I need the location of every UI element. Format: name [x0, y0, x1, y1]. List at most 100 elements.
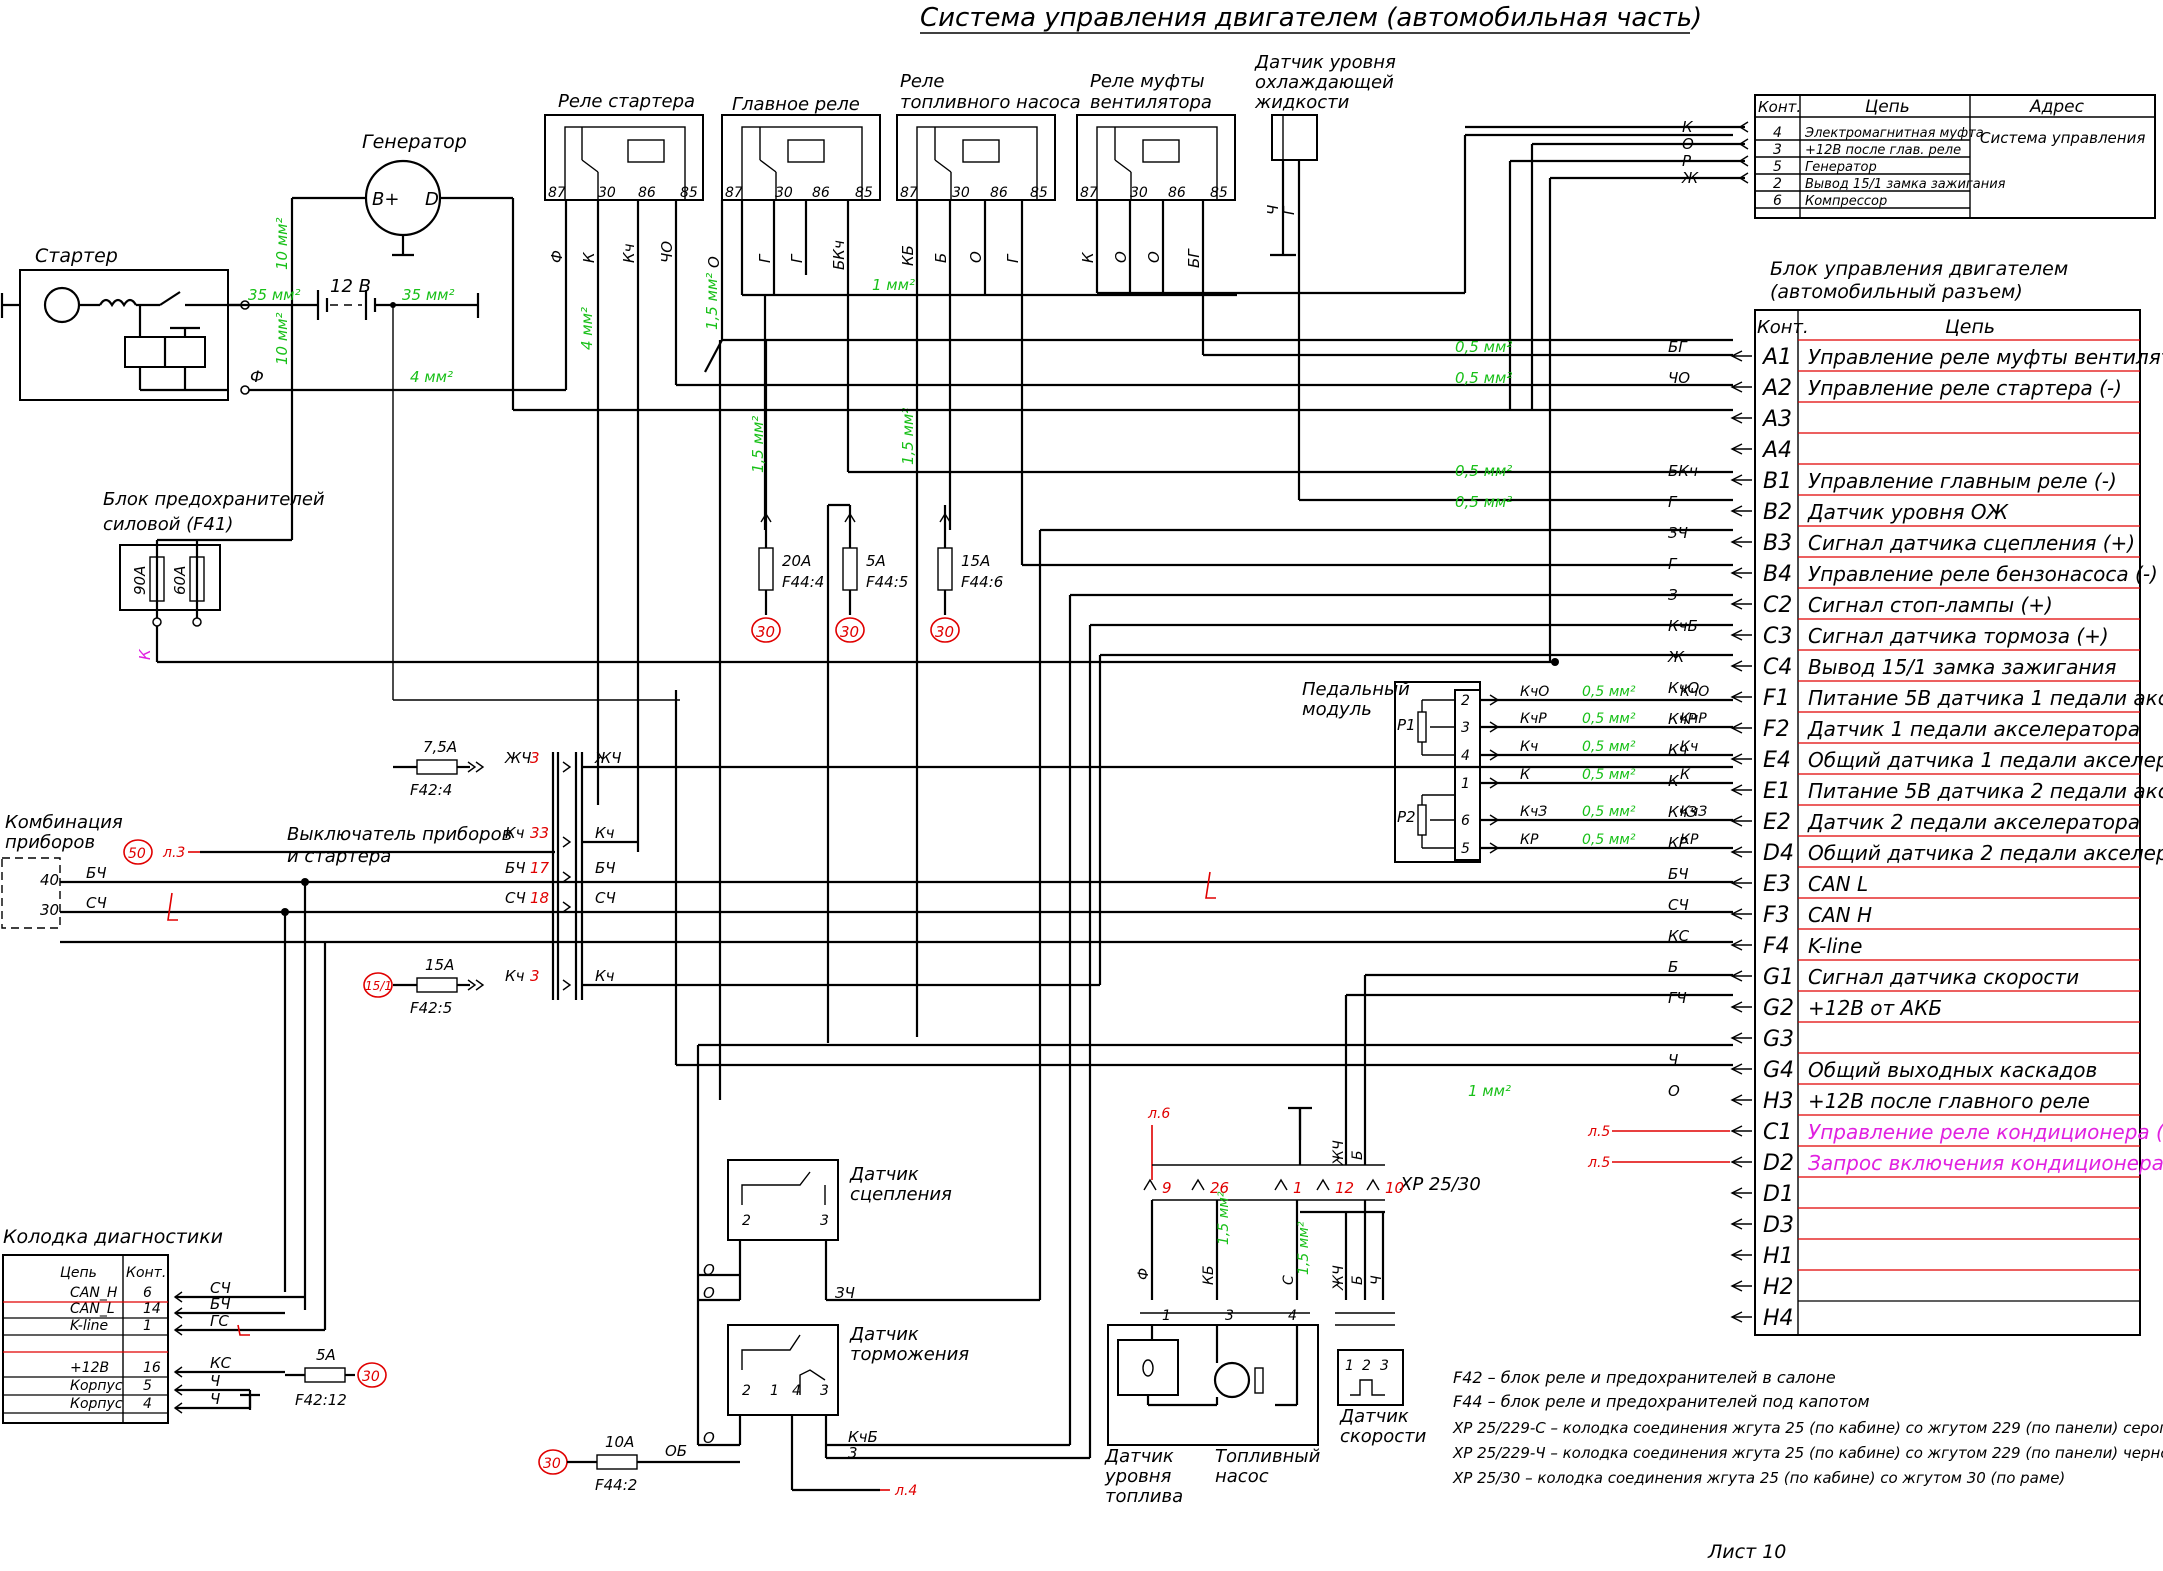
- ecu-wire-F4: КС: [1668, 927, 1690, 945]
- address-row-circuit: +12В после глав. реле: [1805, 143, 1961, 158]
- xp25-pin-26: 26: [1210, 1179, 1229, 1197]
- ecu-circuit-F4: K-line: [1808, 934, 1862, 958]
- ignition-switch: Выключатель приборов и стартера 7,5А F42…: [123, 653, 1733, 1017]
- pedal-pin-1: 1: [1461, 776, 1470, 792]
- ign-wire-left: ЖЧ: [504, 749, 531, 767]
- ecu-size-B1: 0,5 мм²: [1455, 462, 1512, 480]
- coolant-label-1: Датчик уровня: [1254, 52, 1396, 73]
- ecu-pin-F3: F3: [1763, 903, 1790, 928]
- ecu-pin-G1: G1: [1763, 965, 1794, 990]
- legend-line-1: F42 – блок реле и предохранителей в сало…: [1453, 1368, 1836, 1387]
- ign-wire-left: Кч: [505, 967, 525, 985]
- ecu-wire-G1: Б: [1668, 958, 1678, 976]
- legend-line-2: F44 – блок реле и предохранителей под ка…: [1453, 1392, 1870, 1411]
- ecu-pin-C4: C4: [1763, 655, 1792, 680]
- ecu-wire-F1: КчО: [1668, 679, 1700, 697]
- relay-fuel-wire-g: Г: [1004, 253, 1022, 263]
- relay-fuel-pin-87: 87: [900, 185, 918, 201]
- fuel-pump-label-1: Топливный: [1215, 1446, 1321, 1467]
- generator-b-plus: B+: [372, 189, 399, 210]
- fuse-f44-id: F44:5: [866, 573, 908, 591]
- wire-size-35-right: 35 мм²: [402, 286, 455, 304]
- address-row-circuit: Компрессор: [1805, 194, 1887, 209]
- fuel-pin-3: 3: [1225, 1308, 1234, 1324]
- ecu-wire-B1: БКч: [1668, 462, 1698, 480]
- diag-row-circuit: +12В: [70, 1360, 109, 1376]
- address-table-head-pin: Конт.: [1758, 98, 1801, 116]
- coolant-label-2: охлаждающей: [1255, 72, 1394, 93]
- ecu-circuit-G2: +12В от АКБ: [1808, 996, 1942, 1020]
- wire-size-10-bottom: 10 мм²: [273, 313, 291, 366]
- clutch-wire-o1: О: [703, 1261, 715, 1279]
- relay-fuel-wire-b: Б: [932, 253, 950, 263]
- diag-fuse-terminal: 30: [362, 1369, 380, 1385]
- relay-starter: Реле стартера 87 30 86 85 Ф К Кч ЧО 4 мм…: [544, 91, 704, 852]
- diag-head-pin: Конт.: [126, 1265, 166, 1281]
- diag-row-pin: 5: [143, 1378, 152, 1394]
- cluster-label-2: приборов: [5, 832, 95, 853]
- speed-sensor-label-1: Датчик: [1339, 1406, 1409, 1427]
- ecu-wire-B2: Г: [1668, 493, 1678, 511]
- ecu-pin-E2: E2: [1763, 810, 1791, 835]
- cluster-wire-sch: СЧ: [86, 894, 107, 912]
- ecu-wire-F3: СЧ: [1668, 896, 1689, 914]
- pedal-pin-2: 2: [1461, 693, 1470, 709]
- relay-main-wire-o: О: [705, 256, 723, 268]
- page-title: Система управления двигателем (автомобил…: [920, 3, 1702, 33]
- clutch-label-2: сцепления: [850, 1184, 952, 1205]
- ecu-circuit-D4: Общий датчика 2 педали акселератора: [1808, 841, 2163, 865]
- address-row-circuit: Электромагнитная муфта: [1804, 126, 1984, 141]
- relay-main-label: Главное реле: [732, 94, 860, 115]
- diag-fuse-rating: 5А: [316, 1346, 336, 1364]
- ecu-pin-D1: D1: [1763, 1182, 1794, 1207]
- address-value: Система управления: [1980, 129, 2145, 147]
- relay-main: Главное реле 87 30 86 85 О Г Г БКч 1 мм²…: [703, 94, 1733, 1100]
- speed-wire-zhch: ЖЧ: [1331, 1265, 1347, 1291]
- relay-starter-label: Реле стартера: [558, 91, 695, 112]
- speed-wire-b: Б: [1350, 1275, 1366, 1285]
- relay-fuel-pin-85: 85: [1030, 185, 1048, 201]
- ecu-size-B2: 0,5 мм²: [1455, 493, 1512, 511]
- address-row-pin: 2: [1773, 176, 1782, 192]
- ecu-pin-F1: F1: [1763, 686, 1790, 711]
- ecu-pin-B2: B2: [1763, 500, 1792, 525]
- wire-size-4-relay: 4 мм²: [578, 307, 596, 350]
- pedal-wire-size: 0,5 мм²: [1582, 832, 1636, 848]
- pedal-wire-left: Кч: [1520, 739, 1538, 755]
- diag-row-circuit: CAN_H: [70, 1285, 118, 1301]
- diag-head-circuit: Цепь: [60, 1265, 97, 1281]
- ecu-circuit-G1: Сигнал датчика скорости: [1808, 965, 2079, 989]
- ecu-pin-H1: H1: [1763, 1244, 1794, 1269]
- fuse-f42-5-id: F42:5: [410, 999, 452, 1017]
- sheet-number: Лист 10: [1707, 1541, 1786, 1563]
- relay-fuel-pump: Реле топливного насоса 87 30 86 85 КБ Б …: [896, 71, 1733, 1037]
- relay-main-wire-g1: Г: [756, 253, 774, 263]
- ecu-pin-D2: D2: [1763, 1151, 1794, 1176]
- diag-row-pin: 6: [143, 1285, 152, 1301]
- address-row-pin: 4: [1773, 125, 1782, 141]
- ign-pin: 3: [530, 967, 540, 985]
- relay-main-wire-g2: Г: [788, 253, 806, 263]
- ecu-wire-B4: Г: [1668, 555, 1678, 573]
- ecu-circuit-D2: Запрос включения кондиционера (+): [1808, 1151, 2163, 1175]
- coolant-wire-g: Г: [1280, 205, 1298, 215]
- ecu-pin-H2: H2: [1763, 1275, 1794, 1300]
- brake-label-2: торможения: [850, 1344, 969, 1365]
- brake-ref-sheet-4: л.4: [894, 1483, 917, 1499]
- starter-motor-icon: [43, 286, 81, 324]
- ecu-pin-G2: G2: [1763, 996, 1794, 1021]
- pedal-pin-3: 3: [1461, 720, 1470, 736]
- relay-fuel-pin-86: 86: [990, 185, 1008, 201]
- pedal-pin-6: 6: [1461, 813, 1470, 829]
- relay-starter-pin-87: 87: [548, 185, 566, 201]
- wire-size-4-left: 4 мм²: [410, 368, 453, 386]
- xp25-pin-9: 9: [1162, 1179, 1172, 1197]
- xp25-wire-b: Б: [1350, 1150, 1366, 1160]
- ecu-size-А1: 0,5 мм²: [1455, 338, 1512, 356]
- wire-size-15-fuel: 1,5 мм²: [899, 408, 917, 465]
- fuel-level-sender-icon: [1117, 1339, 1179, 1396]
